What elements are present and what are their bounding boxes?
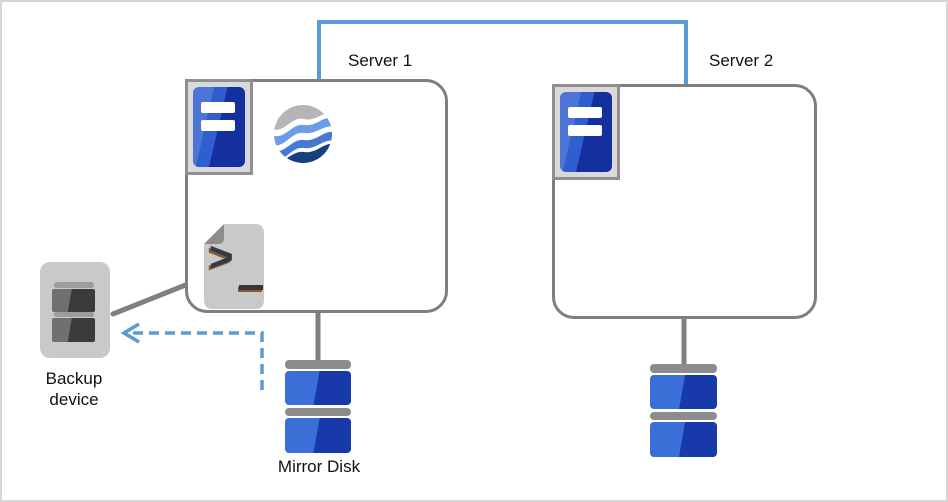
backup-device-bar xyxy=(54,312,94,317)
disk-platter xyxy=(285,418,351,453)
server-tower-body xyxy=(193,87,245,167)
disk-cap xyxy=(285,360,351,369)
globe-midblue-wave xyxy=(274,131,332,161)
globe-lightblue-wave xyxy=(274,117,332,146)
server1-backup-link-line xyxy=(110,281,191,317)
shell-cursor-underscore xyxy=(239,285,263,290)
backup-device-bar xyxy=(54,282,94,288)
disk-platter xyxy=(650,422,717,457)
server-slot-bar xyxy=(568,125,602,136)
disk-platter xyxy=(285,371,351,405)
server-slot-bar xyxy=(201,102,235,113)
server-tower-body xyxy=(560,92,612,172)
folded-corner xyxy=(204,224,224,244)
arrowhead-icon xyxy=(120,322,140,344)
server-slot-bar xyxy=(201,120,235,131)
mirror-disk-resource-icon xyxy=(274,105,332,163)
disk-cap xyxy=(650,364,717,373)
disk-cap xyxy=(285,408,351,416)
disk-platter xyxy=(650,375,717,409)
backup-device-slot xyxy=(52,318,95,342)
backup-device-icon xyxy=(40,262,110,358)
backup-device-label: Backup device xyxy=(45,369,103,409)
shell-prompt-glyph: > xyxy=(209,233,234,280)
server2-label: Server 2 xyxy=(709,51,774,70)
mirror-disk-label: Mirror Disk xyxy=(277,457,361,476)
backup-device-slot xyxy=(52,289,95,312)
server1-tower-icon xyxy=(185,79,253,175)
server-slot-bar xyxy=(568,107,602,118)
server1-label: Server 1 xyxy=(348,51,413,70)
server2-tower-icon xyxy=(552,84,620,180)
backup-flow-dashed-line xyxy=(129,331,264,390)
disk-cap xyxy=(650,412,717,420)
